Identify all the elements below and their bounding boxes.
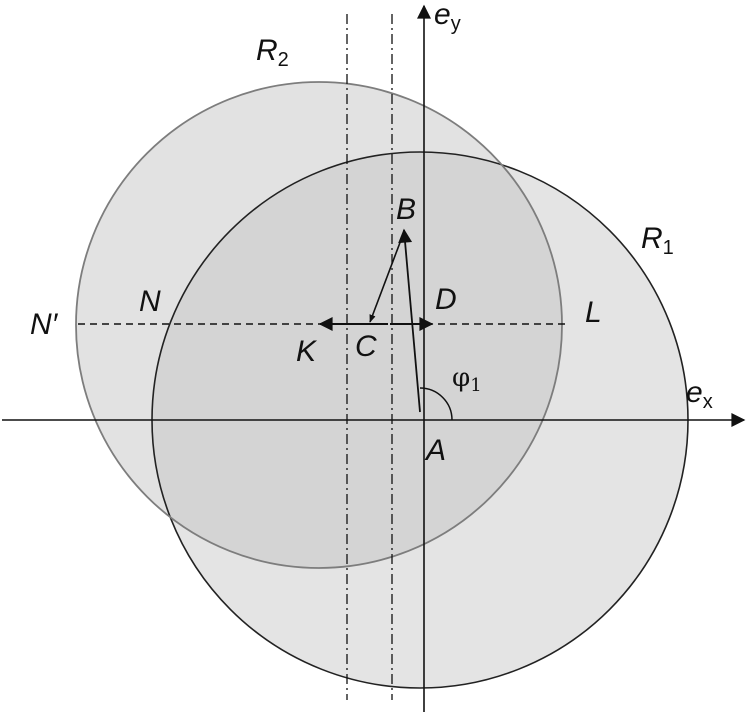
label-r1: R1 xyxy=(641,222,674,259)
vector-b-c xyxy=(369,231,405,323)
vector-a-b xyxy=(398,228,421,413)
circle-r2-outline xyxy=(75,81,563,569)
label-point-n: N xyxy=(139,285,161,318)
label-axis-y: ey xyxy=(434,0,461,35)
label-axis-x: ex xyxy=(686,376,713,413)
label-point-k: K xyxy=(296,335,318,368)
label-point-l: L xyxy=(585,296,602,329)
label-point-c: C xyxy=(355,330,377,363)
angle-arc-phi1 xyxy=(419,387,453,421)
label-angle-phi1: φ1 xyxy=(452,363,482,396)
label-r2: R2 xyxy=(256,34,289,71)
label-point-d: D xyxy=(435,283,457,316)
label-point-a: A xyxy=(424,434,446,467)
label-point-n-prime: N′ xyxy=(30,308,59,341)
label-point-b: B xyxy=(396,193,416,226)
